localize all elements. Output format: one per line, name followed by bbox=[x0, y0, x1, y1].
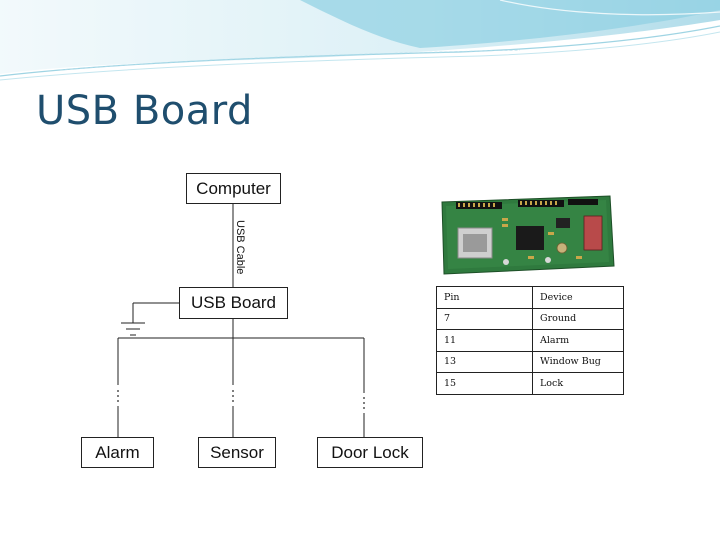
pin-cell: 11 bbox=[436, 329, 533, 352]
pin-header: Pin bbox=[436, 286, 533, 309]
computer-box: Computer bbox=[186, 173, 281, 204]
device-cell: Ground bbox=[532, 307, 624, 330]
table-row: 13 Window Bug bbox=[436, 350, 624, 373]
table-row: 15 Lock bbox=[436, 372, 624, 395]
device-cell: Lock bbox=[532, 372, 624, 395]
sensor-box: Sensor bbox=[198, 437, 276, 468]
usb-board-photo bbox=[436, 188, 616, 280]
ground-symbol bbox=[121, 302, 188, 336]
pin-table: Pin Device 7 Ground 11 Alarm 13 Window B… bbox=[436, 286, 624, 395]
pin-cell: 13 bbox=[436, 350, 533, 373]
device-header: Device bbox=[532, 286, 624, 309]
table-row: 7 Ground bbox=[436, 307, 624, 330]
usb-cable-label: USB Cable bbox=[234, 220, 246, 275]
table-row: 11 Alarm bbox=[436, 329, 624, 352]
usb-board-box: USB Board bbox=[179, 287, 288, 319]
alarm-dots bbox=[117, 390, 119, 402]
sensor-dots bbox=[232, 390, 234, 402]
alarm-box: Alarm bbox=[81, 437, 154, 468]
door-lock-dots bbox=[363, 397, 365, 409]
pin-table-header-row: Pin Device bbox=[436, 286, 624, 309]
pin-cell: 7 bbox=[436, 307, 533, 330]
pin-cell: 15 bbox=[436, 372, 533, 395]
device-cell: Window Bug bbox=[532, 350, 624, 373]
slide-title: USB Board bbox=[36, 88, 253, 134]
decorative-banner bbox=[0, 0, 720, 81]
door-lock-box: Door Lock bbox=[317, 437, 423, 468]
device-cell: Alarm bbox=[532, 329, 624, 352]
